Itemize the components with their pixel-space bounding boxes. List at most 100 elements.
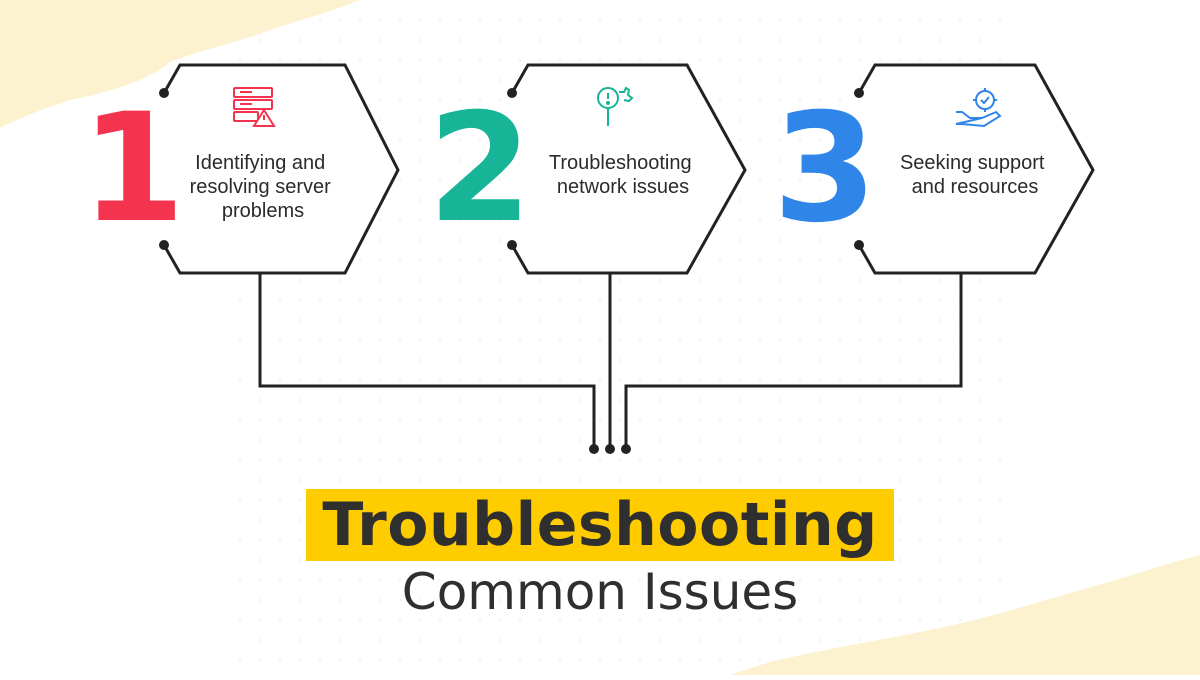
grid-dot xyxy=(878,338,882,342)
grid-dot xyxy=(458,258,462,262)
grid-dot xyxy=(898,398,902,402)
grid-dot xyxy=(978,638,982,642)
grid-dot xyxy=(998,498,1002,502)
grid-dot xyxy=(598,478,602,482)
grid-dot xyxy=(718,258,722,262)
grid-dot xyxy=(318,458,322,462)
grid-dot xyxy=(918,318,922,322)
grid-dot xyxy=(398,218,402,222)
grid-dot xyxy=(258,38,262,42)
grid-dot xyxy=(438,638,442,642)
grid-dot xyxy=(538,438,542,442)
grid-dot xyxy=(418,418,422,422)
grid-dot xyxy=(238,38,242,42)
grid-dot xyxy=(418,278,422,282)
grid-dot xyxy=(298,518,302,522)
grid-dot xyxy=(438,298,442,302)
grid-dot xyxy=(598,458,602,462)
grid-dot xyxy=(478,38,482,42)
step-3-text: Seeking support and resources xyxy=(900,152,1050,198)
grid-dot xyxy=(958,498,962,502)
grid-dot xyxy=(838,218,842,222)
grid-dot xyxy=(818,258,822,262)
grid-dot xyxy=(238,338,242,342)
grid-dot xyxy=(798,438,802,442)
grid-dot xyxy=(858,418,862,422)
grid-dot xyxy=(798,218,802,222)
grid-dot xyxy=(418,438,422,442)
grid-dot xyxy=(438,418,442,422)
grid-dot xyxy=(738,278,742,282)
grid-dot xyxy=(478,258,482,262)
grid-dot xyxy=(778,78,782,82)
grid-dot xyxy=(238,458,242,462)
grid-dot xyxy=(278,418,282,422)
grid-dot xyxy=(478,478,482,482)
grid-dot xyxy=(718,598,722,602)
grid-dot xyxy=(998,338,1002,342)
grid-dot xyxy=(478,458,482,462)
step-1-line-3: problems xyxy=(222,200,304,222)
grid-dot xyxy=(558,58,562,62)
grid-dot xyxy=(378,118,382,122)
grid-dot xyxy=(458,658,462,662)
grid-dot xyxy=(318,38,322,42)
step-3-line-1: Seeking support xyxy=(900,152,1045,174)
grid-dot xyxy=(538,18,542,22)
grid-dot xyxy=(818,378,822,382)
grid-dot xyxy=(818,458,822,462)
grid-dot xyxy=(738,78,742,82)
grid-dot xyxy=(918,278,922,282)
grid-dot xyxy=(738,358,742,362)
grid-dot xyxy=(998,578,1002,582)
grid-dot xyxy=(978,538,982,542)
grid-dot xyxy=(538,478,542,482)
grid-dot xyxy=(418,398,422,402)
grid-dot xyxy=(398,378,402,382)
connector-dot-2 xyxy=(605,444,615,454)
grid-dot xyxy=(298,558,302,562)
grid-dot xyxy=(778,198,782,202)
grid-dot xyxy=(558,658,562,662)
grid-dot xyxy=(578,378,582,382)
grid-dot xyxy=(958,18,962,22)
grid-dot xyxy=(638,298,642,302)
grid-dot xyxy=(438,278,442,282)
grid-dot xyxy=(878,458,882,462)
grid-dot xyxy=(498,318,502,322)
grid-dot xyxy=(418,258,422,262)
grid-dot xyxy=(738,458,742,462)
grid-dot xyxy=(498,158,502,162)
grid-dot xyxy=(498,178,502,182)
grid-dot xyxy=(618,398,622,402)
grid-dot xyxy=(458,18,462,22)
grid-dot xyxy=(778,618,782,622)
grid-dot xyxy=(678,378,682,382)
grid-dot xyxy=(758,318,762,322)
grid-dot xyxy=(838,618,842,622)
grid-dot xyxy=(938,618,942,622)
grid-dot xyxy=(858,658,862,662)
grid-dot xyxy=(258,618,262,622)
grid-dot xyxy=(718,298,722,302)
grid-dot xyxy=(418,598,422,602)
grid-dot xyxy=(658,638,662,642)
grid-dot xyxy=(458,298,462,302)
grid-dot xyxy=(618,478,622,482)
grid-dot xyxy=(378,298,382,302)
grid-dot xyxy=(678,58,682,62)
grid-dot xyxy=(598,378,602,382)
grid-dot xyxy=(778,418,782,422)
grid-dot xyxy=(758,198,762,202)
grid-dot xyxy=(378,338,382,342)
grid-dot xyxy=(778,398,782,402)
grid-dot xyxy=(878,418,882,422)
grid-dot xyxy=(778,238,782,242)
grid-dot xyxy=(598,18,602,22)
grid-dot xyxy=(838,298,842,302)
grid-dot xyxy=(718,278,722,282)
grid-dot xyxy=(698,278,702,282)
grid-dot xyxy=(958,38,962,42)
grid-dot xyxy=(798,258,802,262)
grid-dot xyxy=(618,438,622,442)
